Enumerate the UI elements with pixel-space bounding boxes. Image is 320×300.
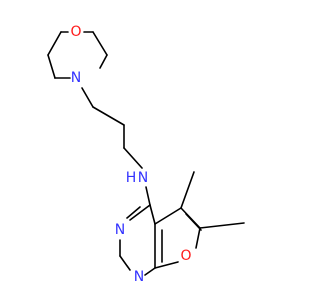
bond <box>180 171 195 209</box>
furan-oxygen-label: O <box>180 248 191 264</box>
atom-labels: O N N H N N O <box>70 24 191 285</box>
bond <box>47 54 56 79</box>
structure-drawing: O N N H N N O <box>47 24 245 285</box>
bond <box>195 227 201 249</box>
pyrimidine-nitrogen-2-label: N <box>134 269 144 285</box>
bond <box>154 261 179 269</box>
bond <box>154 207 182 225</box>
bond <box>92 31 108 56</box>
amine-nitrogen-label: N <box>138 170 148 186</box>
bond <box>81 87 94 108</box>
bonds <box>47 31 245 276</box>
amine-hydrogen-label: H <box>126 170 137 186</box>
morpholine-oxygen-label: O <box>70 24 81 40</box>
bond <box>47 31 62 56</box>
bond <box>149 204 156 225</box>
bond <box>129 204 151 221</box>
bond <box>123 147 143 169</box>
bond <box>126 206 141 219</box>
bond <box>145 186 151 206</box>
pyrimidine-nitrogen-1-label: N <box>115 222 125 238</box>
bond <box>92 106 125 126</box>
bond <box>99 54 108 69</box>
bond <box>144 267 156 276</box>
molecule-diagram: O N N H N N O <box>47 24 245 285</box>
bond <box>185 213 202 231</box>
bond <box>119 255 131 271</box>
bond <box>199 222 245 229</box>
morpholine-nitrogen-label: N <box>71 70 81 86</box>
